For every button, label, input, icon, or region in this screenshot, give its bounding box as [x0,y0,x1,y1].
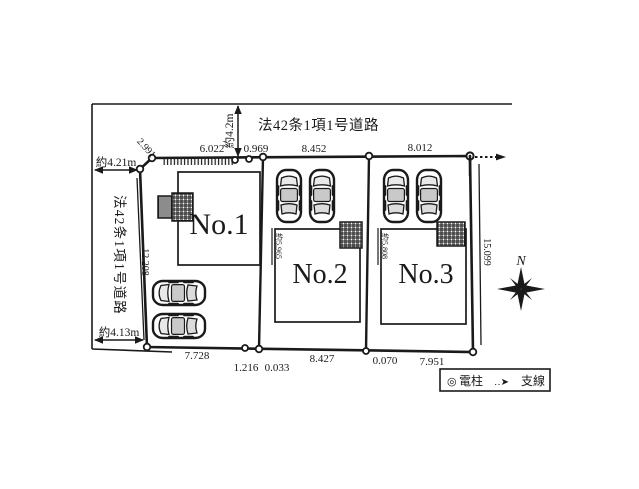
dim-interior-lot2: 約5.965 [271,228,284,265]
road-lines [91,103,512,353]
compass-star [497,267,545,311]
dim-top-3: 8.012 [408,142,433,154]
dim-interior-lot2-label: 約5.965 [274,233,284,259]
lot1-porch [157,195,173,219]
lot-no1: No.1 [151,171,261,340]
dim-bottom-3: 8.427 [310,353,335,365]
dim-west-road-top: 約4.21m [94,155,138,174]
dim-interior-lot3: 約5.808 [377,228,390,265]
dim-bottom-2: 0.033 [265,362,290,374]
node-n-4 [364,151,374,161]
compass-north-label: N [515,254,526,269]
lot-no3: No.3 [380,168,467,325]
node-s-1 [241,344,249,352]
west-road-bottom-edge [91,348,173,353]
dim-bottom-labels: 7.728 1.216 0.033 8.427 0.070 7.951 [185,350,445,374]
dim-top-1: 0.969 [244,143,269,155]
north-road-label: 法42条1項1号道路 [258,117,379,134]
node-s-2 [254,344,264,354]
node-n-1 [231,156,239,164]
legend-wire-symbol: ‥➤ [494,377,509,388]
dim-right-vertical: 15.099 [478,163,492,346]
compass-rose: N [497,254,545,311]
lot2-entrance-steps [339,221,363,249]
legend-box: ◎ 電柱 ‥➤ 支線 [439,368,551,392]
dim-bottom-1: 1.216 [234,362,259,374]
dim-bottom-4: 0.070 [373,355,398,367]
divider-lot2-lot3 [364,155,371,352]
boundary-comb-hatch [163,158,235,165]
dim-left-vertical: 12.208 [136,177,150,341]
lot1-label: No.1 [189,208,248,241]
dim-north-road-width: 約4.2m [222,105,242,157]
boundary-nodes [135,151,478,357]
dim-top-0: 6.022 [200,143,225,155]
dim-right-vertical-label: 15.099 [481,238,492,266]
node-nw [147,153,157,163]
dim-west-road-bottom: 約4.13m [94,325,144,344]
divider-lot1-lot2 [257,156,265,350]
lot3-label: No.3 [398,259,453,290]
node-n-2 [245,155,253,163]
lot-dividers [257,155,371,352]
utility-pole-northeast [465,151,506,176]
dim-bottom-0: 7.728 [185,350,210,362]
legend-wire-label: 支線 [521,373,545,388]
node-se [468,347,478,357]
dim-left-vertical-label: 12.208 [139,248,150,276]
legend-pole-label: 電柱 [459,373,483,388]
dim-bottom-5: 7.951 [420,356,445,368]
node-sw [142,342,152,352]
lot2-label: No.2 [292,259,347,290]
lot3-entrance-steps [436,221,466,247]
legend-pole-symbol: ◎ [447,376,457,388]
dim-top-labels: 6.022 0.969 8.452 8.012 [200,142,433,155]
node-n-3 [258,152,268,162]
dim-west-road-bottom-label: 約4.13m [99,325,140,339]
node-s-3 [362,347,370,355]
dim-interior-lot3-label: 約5.808 [380,233,390,259]
west-road-label: 法42条1項1号道路 [112,195,128,315]
node-w-bend [135,164,145,174]
dim-north-road-width-label: 約4.2m [222,114,236,149]
dim-top-2: 8.452 [302,143,327,155]
lot1-entrance-steps [171,192,194,222]
lot-no2: No.2 [274,168,363,323]
dim-west-road-top-label: 約4.21m [96,155,137,169]
